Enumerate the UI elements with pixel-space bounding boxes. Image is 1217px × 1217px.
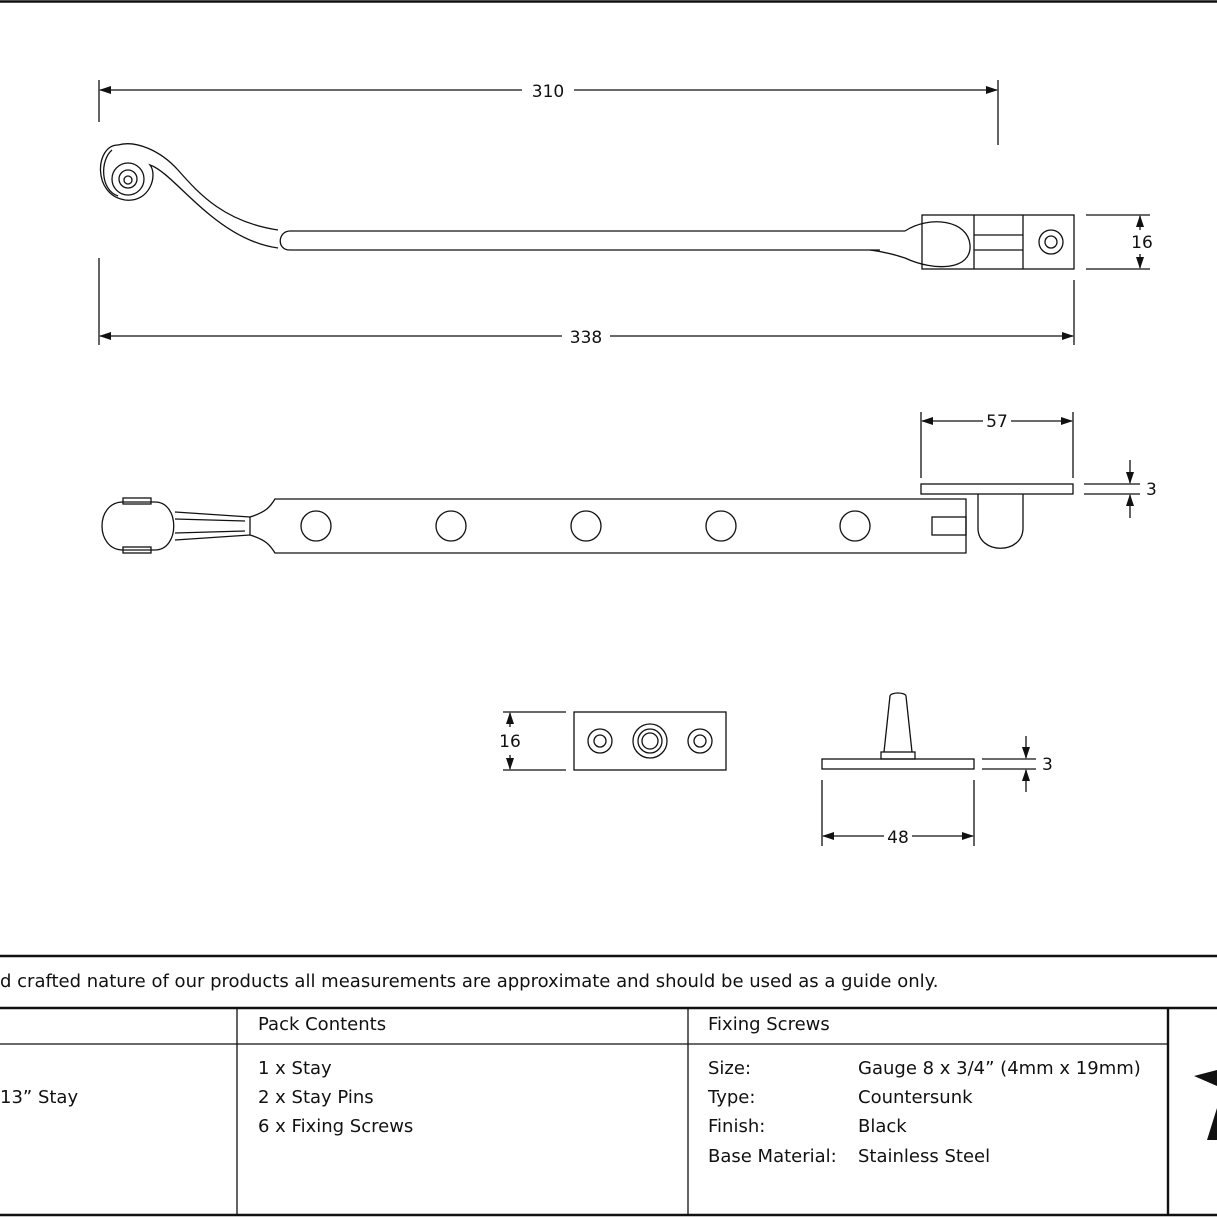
pack-contents-header: Pack Contents — [258, 1014, 387, 1035]
screw-value-material: Stainless Steel — [858, 1146, 991, 1167]
dim-16-top: 16 — [1131, 233, 1153, 253]
screw-value-type: Countersunk — [858, 1087, 973, 1108]
spec-table-grid — [0, 954, 1217, 1217]
dim-57: 57 — [986, 412, 1008, 432]
monkey-tail-curl — [99, 143, 279, 249]
pack-item: 2 x Stay Pins — [258, 1087, 374, 1108]
screw-value-size: Gauge 8 x 3/4” (4mm x 19mm) — [858, 1058, 1141, 1079]
screw-label-size: Size: — [708, 1058, 752, 1079]
dim-3-side: 3 — [1146, 480, 1157, 500]
stay-pin-plate-top: 16 — [499, 711, 727, 771]
fixing-screws-header: Fixing Screws — [708, 1014, 830, 1035]
dim-338: 338 — [570, 328, 602, 348]
screw-label-finish: Finish: — [708, 1116, 766, 1137]
stay-pin-side: 3 48 — [821, 692, 1053, 848]
logo-fragment — [1194, 1070, 1217, 1086]
screw-label-material: Base Material: — [708, 1146, 837, 1167]
dim-3-pin: 3 — [1042, 755, 1053, 775]
product-name: 13” Stay — [0, 1087, 79, 1108]
dim-16-plate: 16 — [499, 732, 521, 752]
stay-top-view: 310 16 338 — [98, 80, 1153, 348]
disclaimer-text: d crafted nature of our products all mea… — [0, 971, 939, 992]
dim-48: 48 — [887, 828, 909, 848]
screw-value-finish: Black — [858, 1116, 907, 1137]
pack-item: 6 x Fixing Screws — [258, 1116, 414, 1137]
dim-310: 310 — [532, 82, 564, 102]
screw-label-type: Type: — [708, 1087, 756, 1108]
pack-item: 1 x Stay — [258, 1058, 332, 1079]
stay-side-view: 57 3 — [101, 412, 1157, 554]
